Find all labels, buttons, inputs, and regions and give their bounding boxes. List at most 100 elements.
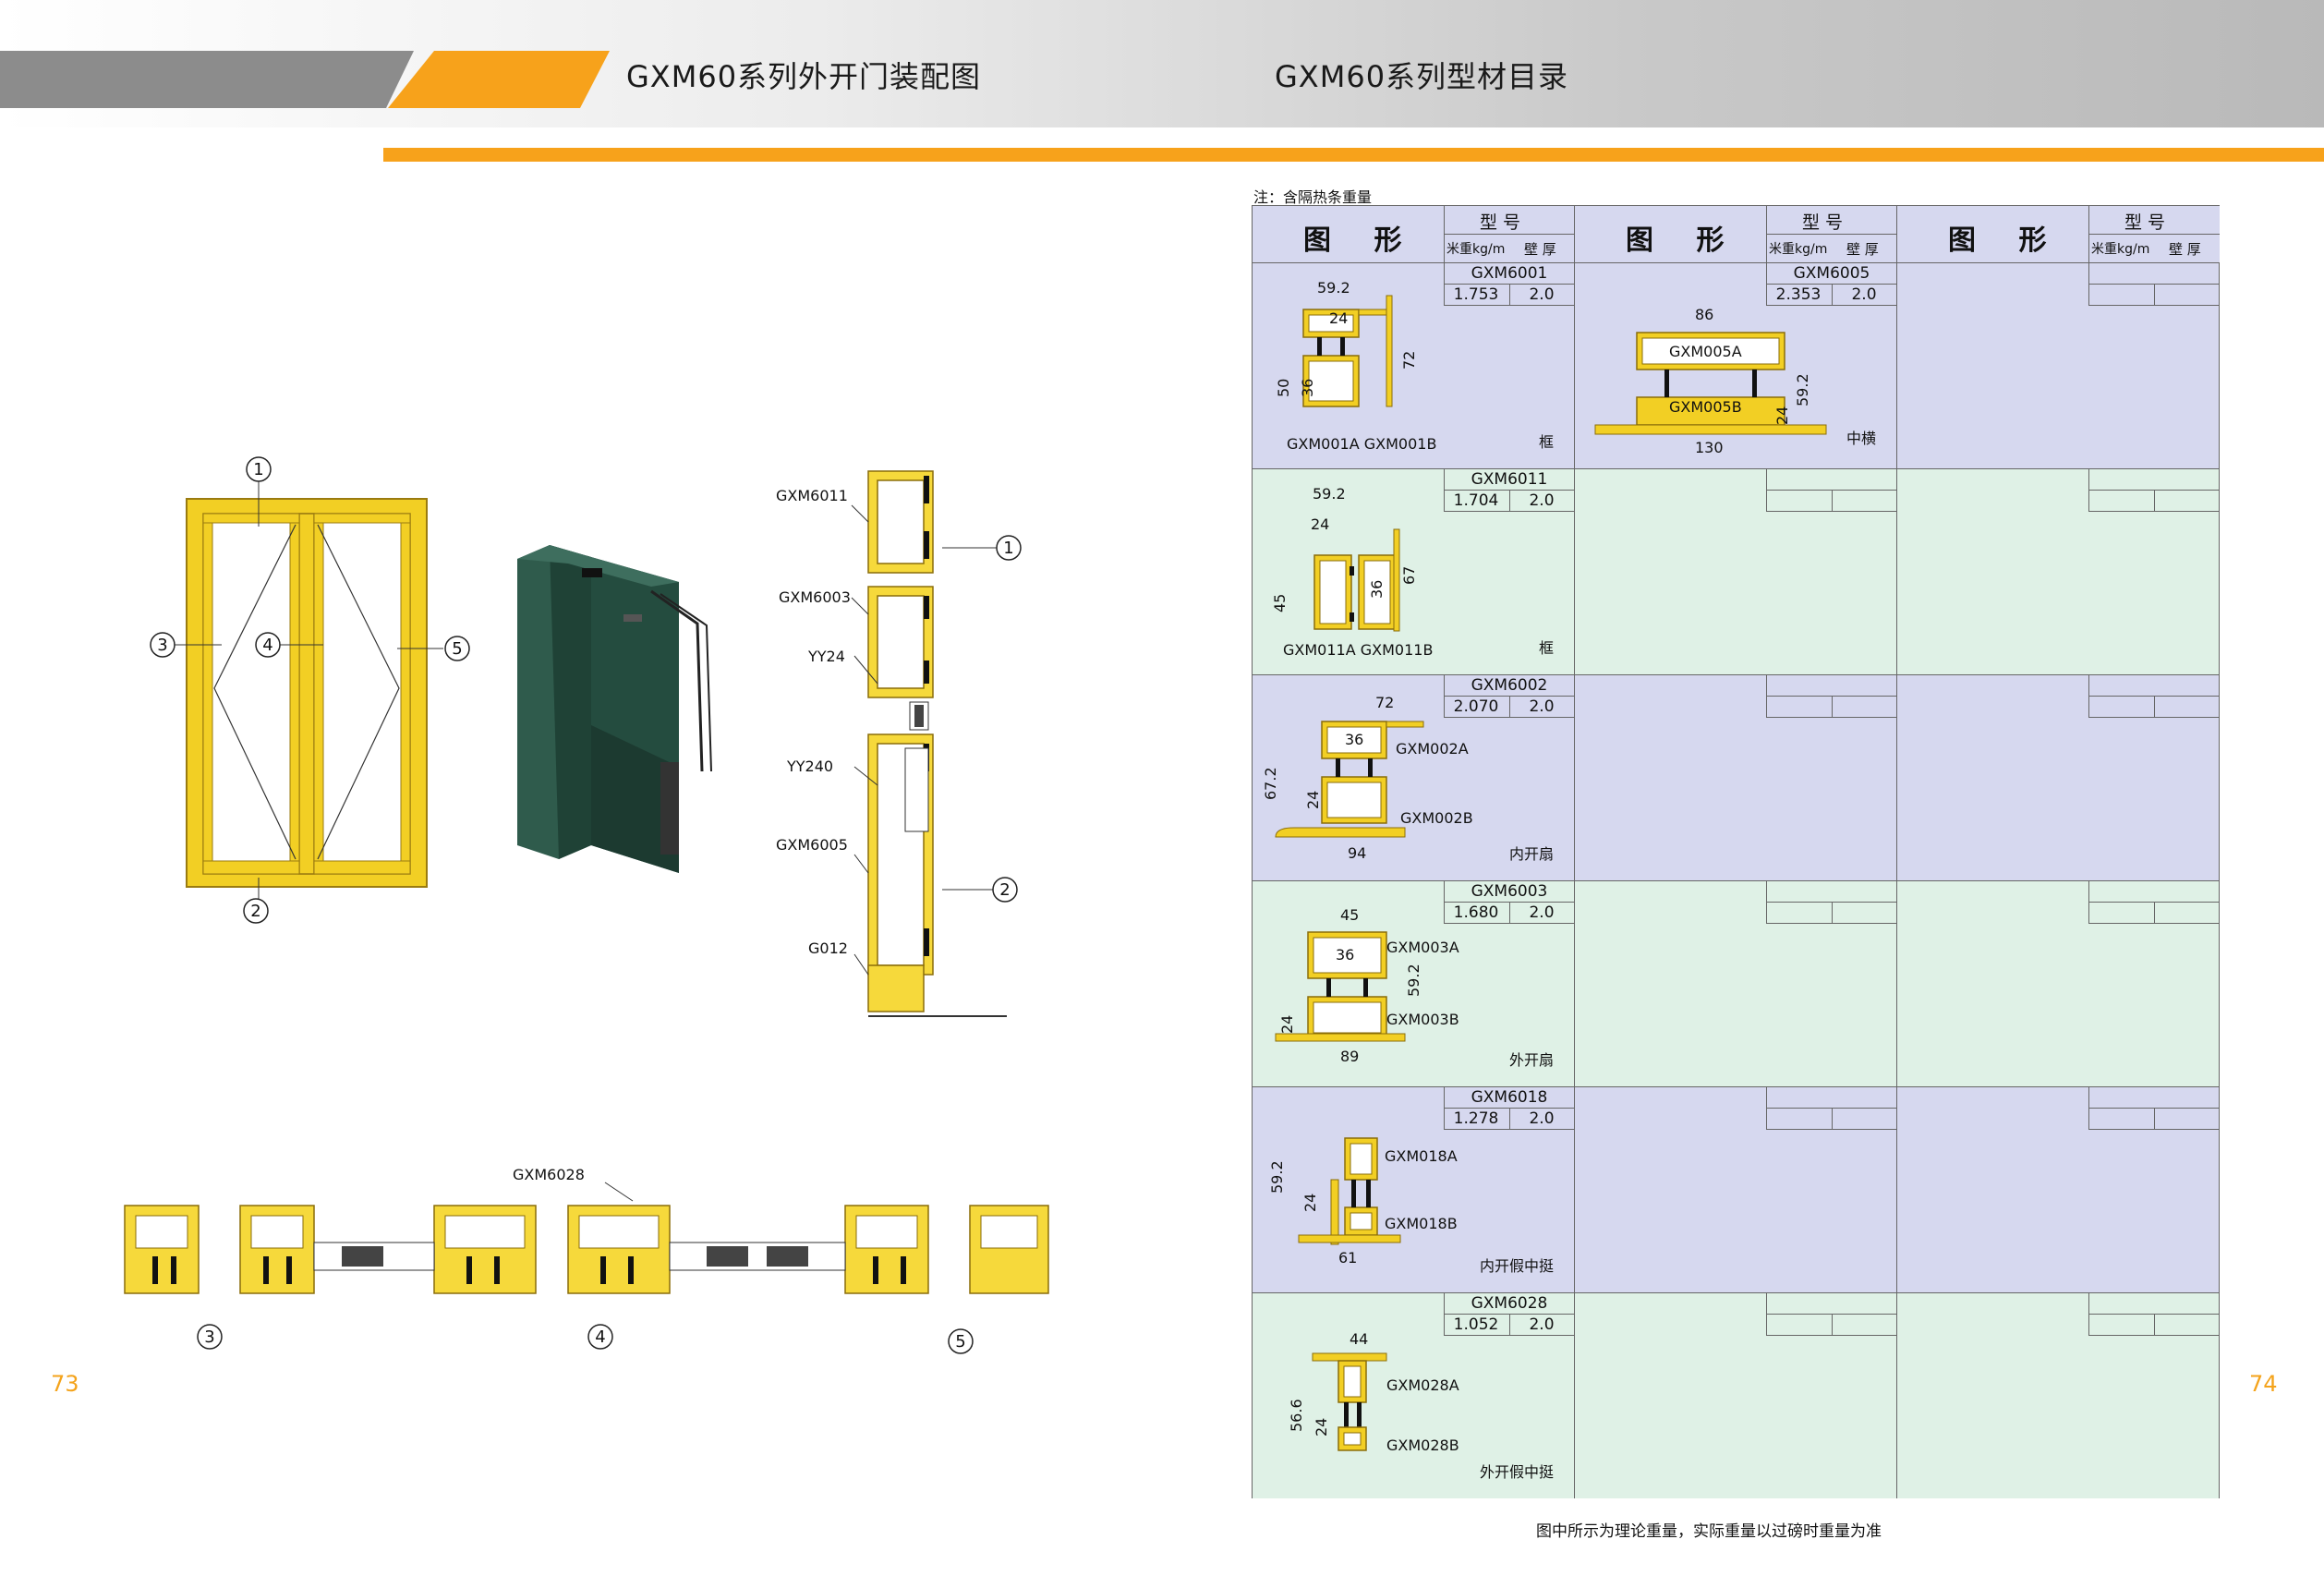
dim-text: 50 <box>1275 379 1292 397</box>
callout-3: 3 <box>157 636 167 655</box>
dim-text: 36 <box>1345 731 1363 748</box>
weight-value: 1.052 <box>1453 1315 1499 1334</box>
callout-4: 4 <box>262 636 272 655</box>
header-thick-2: 壁 厚 <box>1846 241 1879 258</box>
dim-text: 59.2 <box>1317 279 1350 297</box>
dim-text: 56.6 <box>1288 1399 1305 1432</box>
vertical-section-drawing: 1 2 GXM6011 GXM6003 YY24 YY240 GXM6005 G… <box>776 470 1022 1017</box>
weight-value: 1.704 <box>1453 491 1499 510</box>
header-thick-1: 壁 厚 <box>1524 241 1556 258</box>
catalog-cell-r3-c2 <box>1575 675 1897 881</box>
section-callout-2: 2 <box>999 880 1010 900</box>
label-gxm6003: GXM6003 <box>779 588 851 606</box>
profile-type-label: 外开假中挺 <box>1479 1463 1554 1481</box>
header-figure-3: 图 形 <box>1948 224 2064 257</box>
dim-text: 59.2 <box>1794 373 1811 406</box>
hsection-callout-3: 3 <box>204 1327 214 1347</box>
section-callout-1: 1 <box>1003 539 1013 558</box>
profile-type-label: 框 <box>1538 433 1554 451</box>
label-g012: G012 <box>808 939 848 957</box>
profile-type-label: 中横 <box>1846 430 1876 447</box>
spec-box <box>1444 881 1575 924</box>
dim-text: 59.2 <box>1313 485 1346 503</box>
spec-box <box>2088 675 2219 718</box>
spec-box <box>1444 469 1575 512</box>
dim-text: 67.2 <box>1262 767 1279 800</box>
header-model-1: 型 号 <box>1480 212 1521 233</box>
spec-box <box>1444 1087 1575 1130</box>
spec-box <box>2088 469 2219 512</box>
label-yy24: YY24 <box>807 648 845 665</box>
header-graphics <box>0 51 2324 162</box>
page-number-left: 73 <box>51 1371 79 1397</box>
horizontal-section-drawing: 3 4 5 GXM6028 <box>124 1166 1049 1354</box>
label-yy240: YY240 <box>786 758 833 775</box>
profile-3d-render <box>517 545 712 873</box>
page-number-right: 74 <box>2249 1371 2278 1397</box>
weight-value: 2.070 <box>1453 697 1499 716</box>
catalog-footer-note: 图中所示为理论重量，实际重量以过磅时重量为准 <box>1536 1522 1882 1541</box>
catalog-cell-r6-c3 <box>1897 1293 2219 1498</box>
weight-value: 1.278 <box>1453 1109 1499 1128</box>
catalog-cell-r1-c3 <box>1897 263 2219 469</box>
spec-box <box>1766 263 1897 306</box>
callout-2: 2 <box>250 902 260 921</box>
header-weight-1: 米重kg/m <box>1446 242 1506 257</box>
part-label: GXM003A <box>1386 939 1459 956</box>
thickness-value: 2.0 <box>1529 285 1555 304</box>
dim-text: 94 <box>1348 844 1366 862</box>
dim-text: 24 <box>1304 791 1322 809</box>
spec-box <box>1766 1087 1897 1130</box>
spec-box <box>2088 1087 2219 1130</box>
hsection-callout-5: 5 <box>955 1332 965 1352</box>
catalog-cell-r3-c3 <box>1897 675 2219 881</box>
part-label: GXM001A GXM001B <box>1287 435 1436 453</box>
header-figure-2: 图 形 <box>1626 224 1741 257</box>
dim-text: 59.2 <box>1405 964 1422 997</box>
dim-text: 89 <box>1340 1048 1359 1065</box>
thickness-value: 2.0 <box>1529 1109 1555 1128</box>
thickness-value: 2.0 <box>1529 491 1555 510</box>
dim-text: 72 <box>1400 351 1418 370</box>
spec-box <box>2088 263 2219 306</box>
part-label: GXM028B <box>1386 1436 1459 1454</box>
part-label: GXM003B <box>1386 1011 1459 1028</box>
part-label: GXM005A <box>1669 343 1742 360</box>
weight-value: 1.680 <box>1453 903 1499 922</box>
dim-text: 36 <box>1336 946 1354 964</box>
spec-box <box>1766 469 1897 512</box>
dim-text: 61 <box>1338 1249 1357 1267</box>
part-label: GXM018A <box>1385 1147 1458 1165</box>
thickness-value: 2.0 <box>1529 903 1555 922</box>
dim-text: 24 <box>1301 1194 1319 1212</box>
header-model-3: 型 号 <box>2124 212 2166 233</box>
spec-box <box>2088 1293 2219 1336</box>
header-weight-2: 米重kg/m <box>1769 242 1828 257</box>
callout-5: 5 <box>452 639 462 659</box>
header-col-3: 图 形 型 号 米重kg/m 壁 厚 <box>1897 206 2220 263</box>
part-label: GXM002B <box>1400 809 1473 827</box>
spec-box <box>1766 675 1897 718</box>
spec-box <box>1444 1293 1575 1336</box>
spec-box <box>1444 263 1575 306</box>
catalog-cell-r6-c2 <box>1575 1293 1897 1498</box>
catalog-cell-r2-c2 <box>1575 469 1897 675</box>
profile-type-label: 内开扇 <box>1508 845 1554 863</box>
part-label: GXM005B <box>1669 398 1742 416</box>
dim-text: 24 <box>1311 515 1329 533</box>
spec-box <box>1766 1293 1897 1336</box>
dim-text: 36 <box>1299 379 1316 397</box>
header-col-1: 图 形 型 号 米重kg/m 壁 厚 <box>1253 206 1576 263</box>
header-figure-1: 图 形 <box>1303 224 1419 257</box>
model-code: GXM6005 <box>1793 264 1870 283</box>
thickness-value: 2.0 <box>1529 697 1555 716</box>
